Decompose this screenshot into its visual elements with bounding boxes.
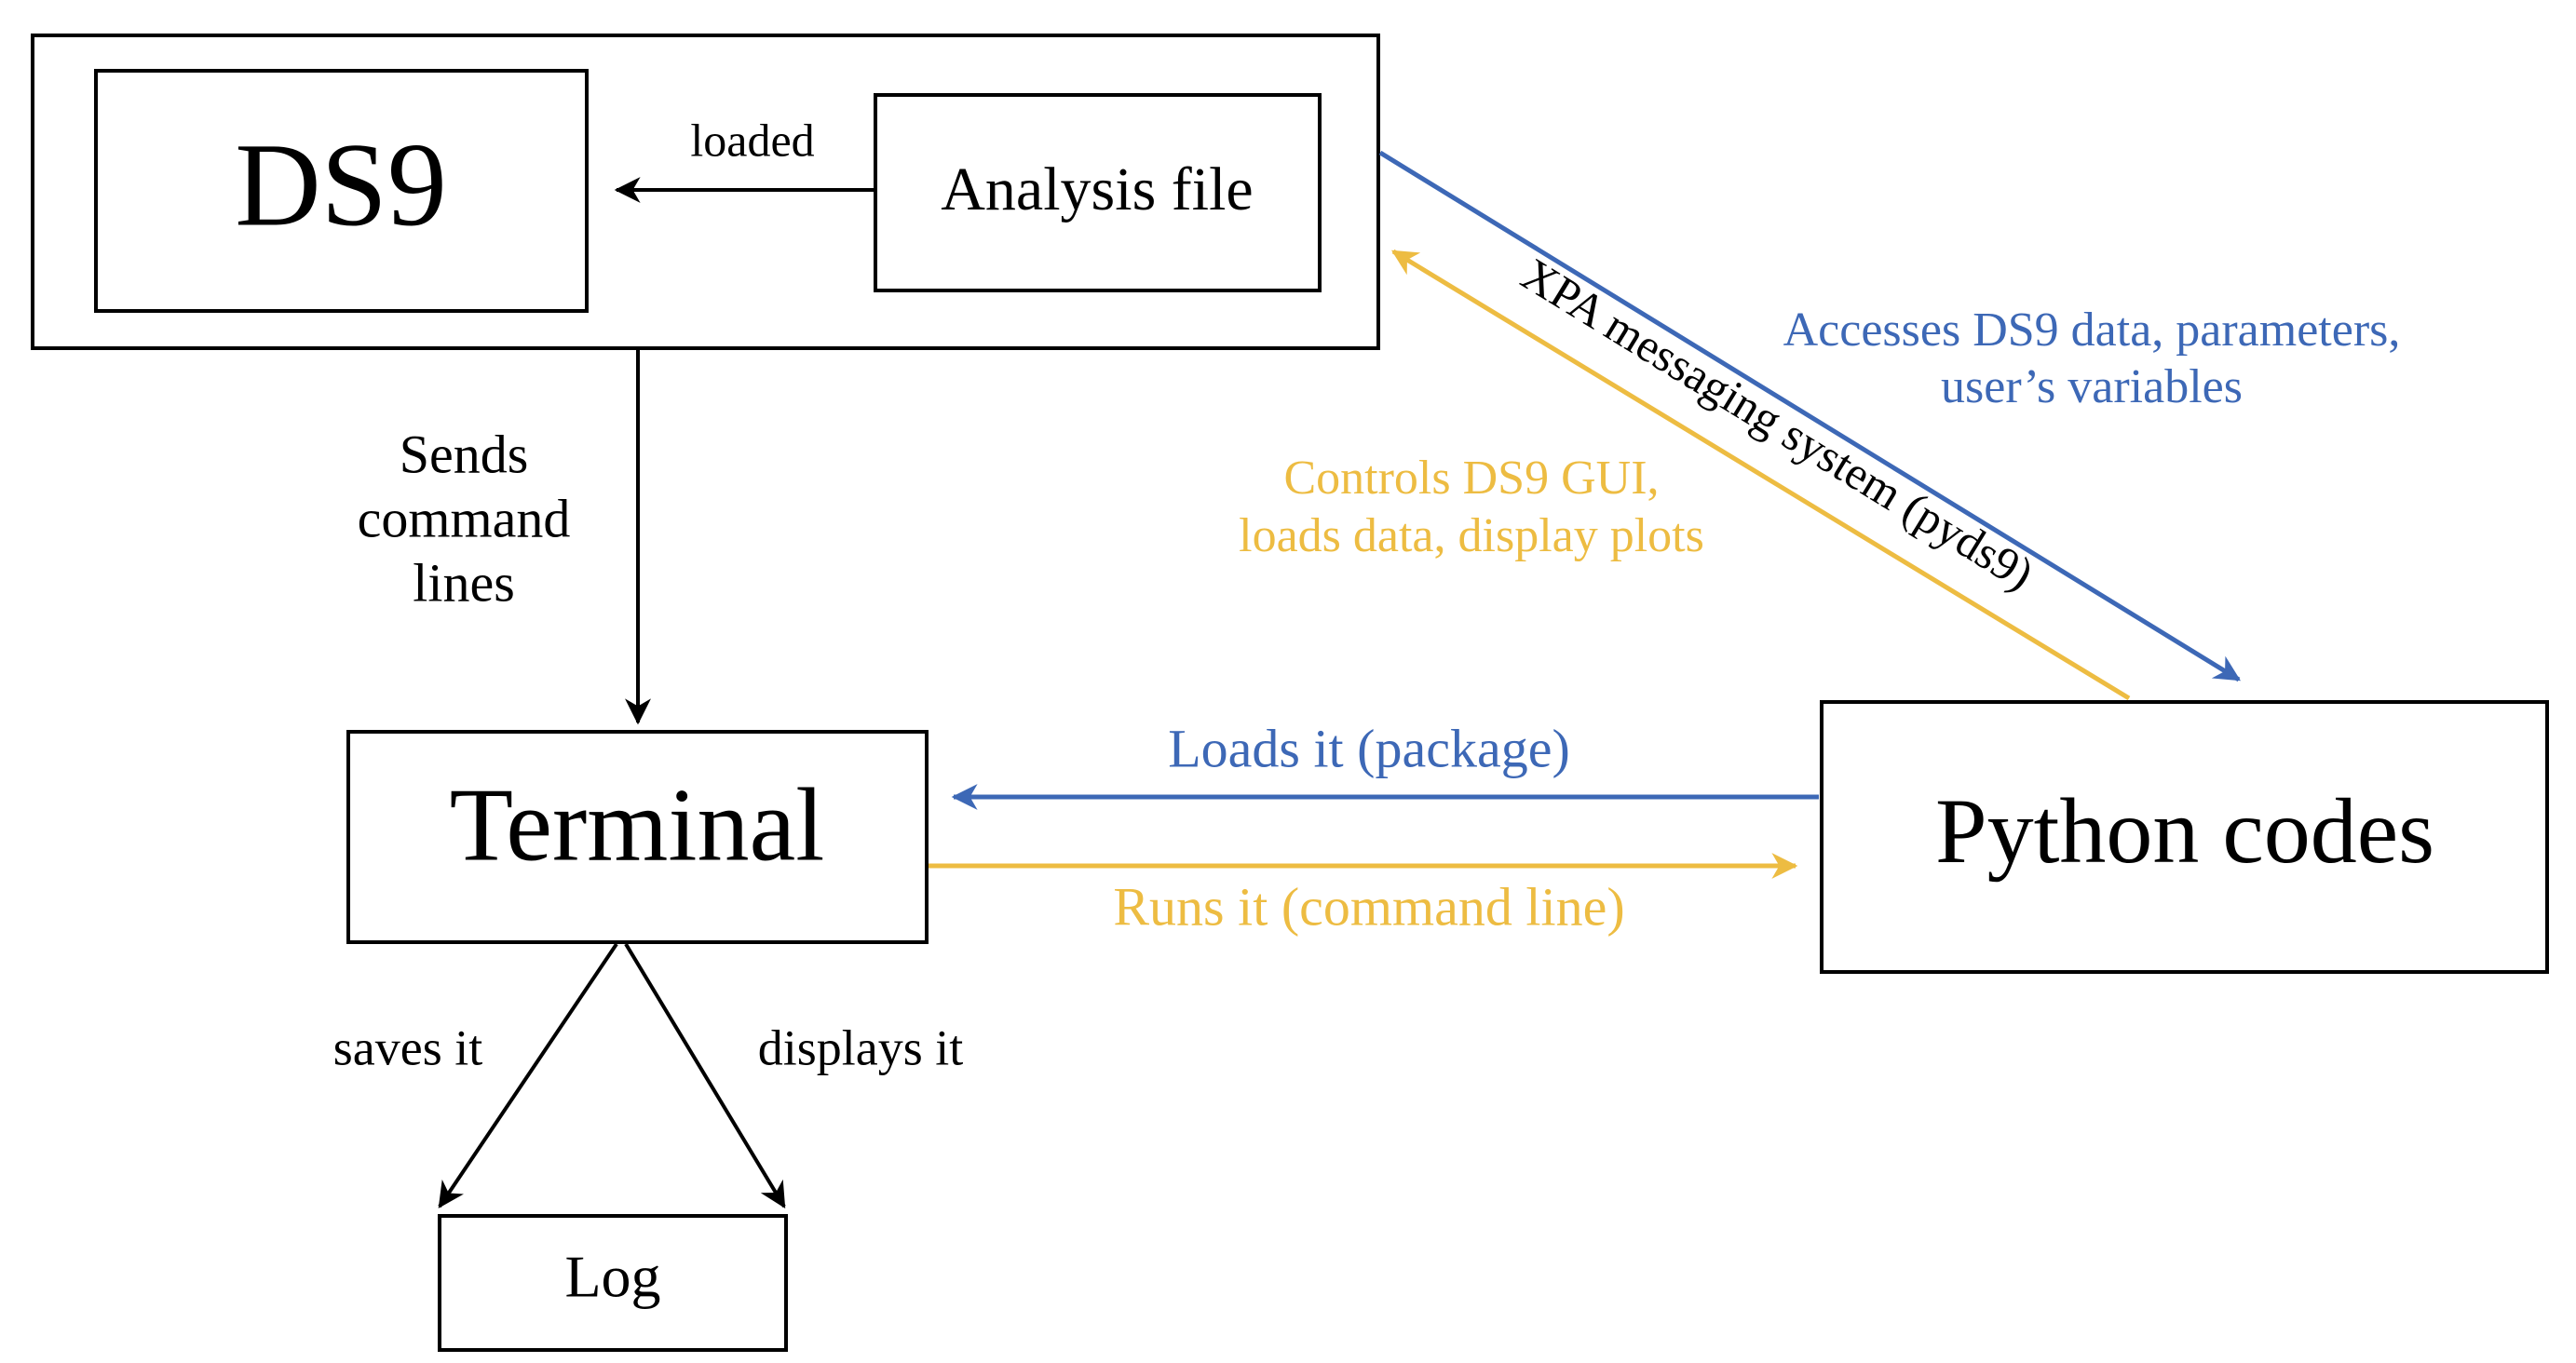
displays-it-label: displays it (758, 1019, 964, 1075)
accesses-label-line2: user’s variables (1941, 360, 2243, 413)
saves-it-label: saves it (333, 1019, 482, 1075)
accesses-label-line1: Accesses DS9 data, parameters, (1783, 304, 2401, 357)
loads-it-label: Loads it (package) (1168, 718, 1570, 778)
loaded-label: loaded (690, 114, 814, 166)
controls-arrow (1391, 249, 2131, 701)
command-label: command (358, 488, 571, 548)
sends-label: Sends (400, 424, 529, 484)
runs-it-label: Runs it (command line) (1113, 876, 1624, 937)
lines-label: lines (413, 552, 515, 613)
accesses-arrow (1378, 150, 2241, 682)
terminal-label: Terminal (450, 768, 825, 884)
log-box (438, 1214, 788, 1352)
saves-it-arrow (438, 942, 618, 1208)
terminal-box (346, 730, 929, 944)
ds9-box (94, 69, 589, 313)
analysis-file-box (874, 93, 1322, 292)
log-label: Log (564, 1244, 660, 1310)
displays-it-arrow (624, 942, 786, 1208)
controls-label-line2: loads data, display plots (1239, 509, 1704, 562)
analysis-file-label: Analysis file (941, 155, 1253, 223)
python-codes-label: Python codes (1935, 779, 2434, 883)
controls-label-line1: Controls DS9 GUI, (1283, 452, 1659, 505)
ds9-label: DS9 (235, 118, 447, 250)
python-codes-box (1820, 700, 2549, 974)
